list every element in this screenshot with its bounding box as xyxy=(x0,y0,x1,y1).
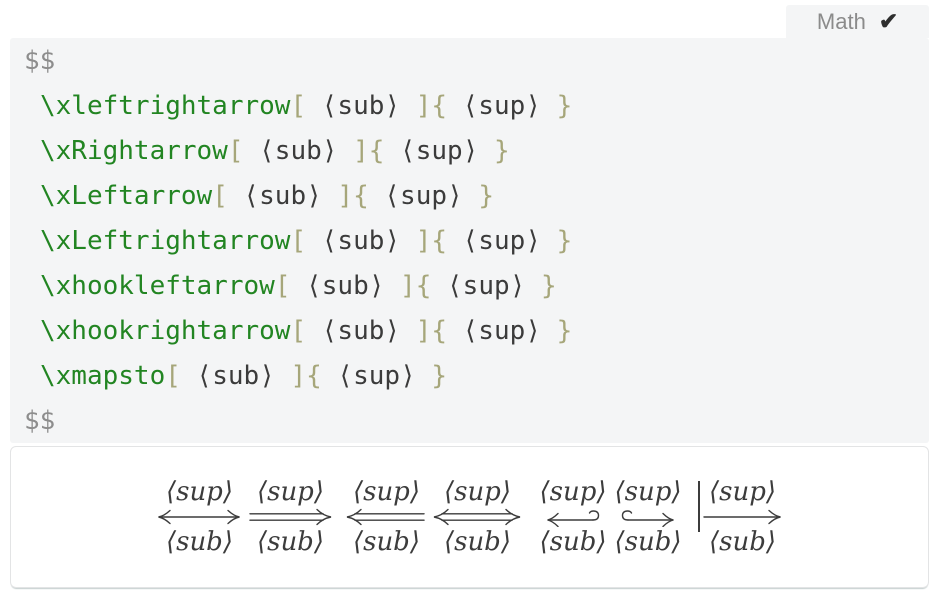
sub-placeholder: ⟨sub⟩ xyxy=(180,361,291,391)
sub-label: ⟨sub⟩ xyxy=(352,527,420,557)
math-delimiter-open-line: $$ xyxy=(24,39,915,84)
sup-label: ⟨sup⟩ xyxy=(256,477,324,507)
code-line-xRightarrow: \xRightarrow[ ⟨sub⟩ ]{ ⟨sup⟩ } xyxy=(24,129,915,174)
sup-placeholder: ⟨sup⟩ xyxy=(447,91,557,121)
code-block: $$ \xleftrightarrow[ ⟨sub⟩ ]{ ⟨sup⟩ } \x… xyxy=(10,38,929,443)
code-line-xmapsto: \xmapsto[ ⟨sub⟩ ]{ ⟨sup⟩ } xyxy=(24,354,915,399)
xhookrightarrow-arrow-icon xyxy=(621,510,674,527)
mid-brackets: ]{ xyxy=(415,226,447,256)
sub-label: ⟨sub⟩ xyxy=(165,527,233,557)
sub-placeholder: ⟨sub⟩ xyxy=(306,316,416,346)
open-bracket: [ xyxy=(165,361,181,391)
rendered-arrow-leftrightarrow: ⟨sup⟩ ⟨sub⟩ xyxy=(155,477,243,557)
xRightarrow-arrow-icon xyxy=(249,508,332,526)
sub-placeholder: ⟨sub⟩ xyxy=(290,271,401,301)
rendered-arrow-hookrightarrow: ⟨sup⟩ ⟨sub⟩ xyxy=(615,477,682,557)
sup-placeholder: ⟨sup⟩ xyxy=(321,361,432,391)
sup-label: ⟨sup⟩ xyxy=(539,477,607,507)
close-brace: } xyxy=(493,136,510,166)
mid-brackets: ]{ xyxy=(415,91,447,121)
sub-label: ⟨sub⟩ xyxy=(539,527,607,557)
open-bracket: [ xyxy=(290,91,307,121)
latex-command: \xhookleftarrow xyxy=(40,271,275,301)
mapsto-bar-icon xyxy=(697,481,700,532)
sup-label: ⟨sup⟩ xyxy=(614,477,682,507)
sub-label: ⟨sub⟩ xyxy=(256,527,324,557)
code-line-xhookleftarrow: \xhookleftarrow[ ⟨sub⟩ ]{ ⟨sup⟩ } xyxy=(24,264,915,309)
latex-command: \xhookrightarrow xyxy=(40,316,291,346)
sup-placeholder: ⟨sup⟩ xyxy=(447,226,557,256)
latex-command: \xmapsto xyxy=(40,361,166,391)
xmapsto-arrow-icon xyxy=(702,509,781,525)
sub-placeholder: ⟨sub⟩ xyxy=(306,226,416,256)
rendered-arrow-mapsto: ⟨sup⟩ ⟨sub⟩ xyxy=(697,477,784,557)
sup-label: ⟨sup⟩ xyxy=(709,477,777,507)
sub-placeholder: ⟨sub⟩ xyxy=(306,91,416,121)
rendered-arrow-hookleftarrow: ⟨sup⟩ ⟨sub⟩ xyxy=(539,477,606,557)
sup-label: ⟨sup⟩ xyxy=(165,477,233,507)
sup-placeholder: ⟨sup⟩ xyxy=(384,136,494,166)
open-bracket: [ xyxy=(212,181,228,211)
close-brace: } xyxy=(556,226,573,256)
sub-placeholder: ⟨sub⟩ xyxy=(227,181,338,211)
mid-brackets: ]{ xyxy=(337,181,369,211)
latex-command: \xleftrightarrow xyxy=(40,91,291,121)
xLeftarrow-arrow-icon xyxy=(347,508,426,526)
rendered-arrow-Leftarrow: ⟨sup⟩ ⟨sub⟩ xyxy=(344,477,428,557)
latex-command: \xLeftrightarrow xyxy=(40,226,291,256)
close-brace: } xyxy=(431,361,448,391)
latex-command: \xRightarrow xyxy=(40,136,228,166)
xleftrightarrow-arrow-icon xyxy=(158,509,241,525)
xLeftrightarrow-arrow-icon xyxy=(434,508,521,526)
sub-label: ⟨sub⟩ xyxy=(443,527,511,557)
math-delimiter: $$ xyxy=(24,46,56,76)
close-brace: } xyxy=(556,91,573,121)
sub-placeholder: ⟨sub⟩ xyxy=(243,136,354,166)
open-bracket: [ xyxy=(290,226,307,256)
mid-brackets: ]{ xyxy=(400,271,432,301)
math-tab-label: Math xyxy=(816,8,866,34)
open-bracket: [ xyxy=(274,271,291,301)
mid-brackets: ]{ xyxy=(353,136,385,166)
open-bracket: [ xyxy=(290,316,307,346)
close-brace: } xyxy=(556,316,573,346)
math-delimiter: $$ xyxy=(24,406,56,436)
code-line-xLeftrightarrow: \xLeftrightarrow[ ⟨sub⟩ ]{ ⟨sup⟩ } xyxy=(24,219,915,264)
latex-command: \xLeftarrow xyxy=(40,181,213,211)
mid-brackets: ]{ xyxy=(290,361,322,391)
code-line-xLeftarrow: \xLeftarrow[ ⟨sub⟩ ]{ ⟨sup⟩ } xyxy=(24,174,915,219)
xhookleftarrow-arrow-icon xyxy=(547,510,600,527)
rendered-math-row: ⟨sup⟩ ⟨sub⟩ ⟨sup⟩ ⟨sub⟩ ⟨sup⟩ xyxy=(155,477,783,557)
sup-placeholder: ⟨sup⟩ xyxy=(368,181,479,211)
sub-label: ⟨sub⟩ xyxy=(614,527,682,557)
rendered-arrow-Rightarrow: ⟨sup⟩ ⟨sub⟩ xyxy=(246,477,334,557)
close-brace: } xyxy=(478,181,494,211)
code-line-xhookrightarrow: \xhookrightarrow[ ⟨sub⟩ ]{ ⟨sup⟩ } xyxy=(24,309,915,354)
code-line-xleftrightarrow: \xleftrightarrow[ ⟨sub⟩ ]{ ⟨sup⟩ } xyxy=(24,84,915,129)
close-brace: } xyxy=(540,271,557,301)
sup-label: ⟨sup⟩ xyxy=(443,477,511,507)
rendered-arrow-Leftrightarrow: ⟨sup⟩ ⟨sub⟩ xyxy=(431,477,523,557)
sup-label: ⟨sup⟩ xyxy=(352,477,420,507)
check-icon: ✔ xyxy=(878,8,899,34)
math-mode-tab: Math ✔ xyxy=(786,5,929,38)
mid-brackets: ]{ xyxy=(415,316,447,346)
math-delimiter-close-line: $$ xyxy=(24,399,915,444)
open-bracket: [ xyxy=(227,136,244,166)
sup-placeholder: ⟨sup⟩ xyxy=(431,271,541,301)
sub-label: ⟨sub⟩ xyxy=(709,527,777,557)
sup-placeholder: ⟨sup⟩ xyxy=(447,316,557,346)
rendered-math-panel: ⟨sup⟩ ⟨sub⟩ ⟨sup⟩ ⟨sub⟩ ⟨sup⟩ xyxy=(10,446,929,588)
